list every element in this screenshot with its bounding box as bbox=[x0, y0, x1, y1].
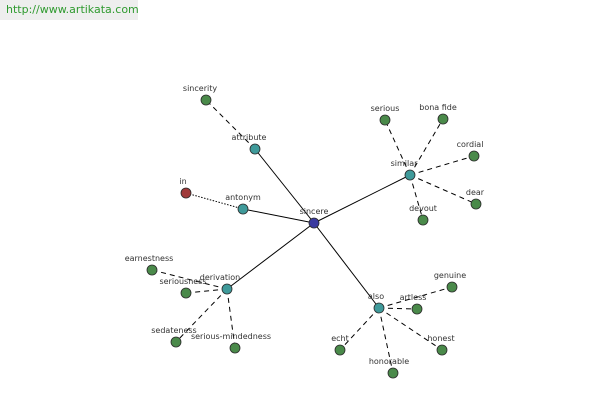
node-label-sedateness[interactable]: sedateness bbox=[151, 326, 196, 335]
node-label-serious-mindedness[interactable]: serious-mindedness bbox=[191, 332, 271, 341]
node-label-earnestness[interactable]: earnestness bbox=[125, 254, 174, 263]
node-serious-mindedness[interactable] bbox=[229, 342, 241, 354]
node-label-sincere[interactable]: sincere bbox=[300, 207, 329, 216]
edge-attribute-sincerity bbox=[205, 99, 256, 150]
node-honest[interactable] bbox=[436, 344, 448, 356]
node-similar[interactable] bbox=[404, 169, 416, 181]
labels-layer: sincere attribute antonym similar derivation… bbox=[125, 84, 485, 366]
node-also[interactable] bbox=[373, 302, 385, 314]
node-artless[interactable] bbox=[411, 303, 423, 315]
node-label-serious[interactable]: serious bbox=[371, 104, 400, 113]
node-in[interactable] bbox=[180, 187, 192, 199]
node-echt[interactable] bbox=[334, 344, 346, 356]
node-label-dear[interactable]: dear bbox=[466, 188, 485, 197]
node-label-similar[interactable]: similar bbox=[391, 159, 419, 168]
edge-similar-devout bbox=[409, 174, 424, 221]
edge-also-honest bbox=[378, 307, 443, 351]
node-dear[interactable] bbox=[470, 198, 482, 210]
node-derivation[interactable] bbox=[221, 283, 233, 295]
node-label-antonym[interactable]: antonym bbox=[225, 193, 261, 202]
node-devout[interactable] bbox=[417, 214, 429, 226]
node-antonym[interactable] bbox=[237, 203, 249, 215]
node-cordial[interactable] bbox=[468, 150, 480, 162]
node-sincerity[interactable] bbox=[200, 94, 212, 106]
node-sedateness[interactable] bbox=[170, 336, 182, 348]
node-label-also[interactable]: also bbox=[368, 292, 384, 301]
node-honorable[interactable] bbox=[387, 367, 399, 379]
edge-similar-bona_fide bbox=[409, 118, 444, 176]
node-seriousness[interactable] bbox=[180, 287, 192, 299]
site-url-watermark[interactable]: http://www.artikata.com bbox=[0, 0, 139, 20]
edge-derivation-seriousness bbox=[185, 288, 228, 294]
edge-also-honorable bbox=[378, 307, 394, 374]
node-label-echt[interactable]: echt bbox=[331, 334, 349, 343]
edge-sincere-also bbox=[313, 222, 380, 309]
node-earnestness[interactable] bbox=[146, 264, 158, 276]
edge-sincere-antonym bbox=[242, 208, 315, 224]
node-label-sincerity[interactable]: sincerity bbox=[183, 84, 217, 93]
node-label-bona-fide[interactable]: bona fide bbox=[419, 103, 457, 112]
edge-also-artless bbox=[378, 307, 418, 310]
edge-antonym-in bbox=[185, 192, 244, 210]
edge-also-genuine bbox=[378, 286, 453, 309]
node-serious[interactable] bbox=[379, 114, 391, 126]
node-label-devout[interactable]: devout bbox=[409, 204, 437, 213]
edge-sincere-similar bbox=[313, 174, 411, 224]
node-label-genuine[interactable]: genuine bbox=[434, 271, 466, 280]
node-sincere[interactable] bbox=[308, 217, 320, 229]
edge-similar-cordial bbox=[409, 155, 475, 176]
node-label-artless[interactable]: artless bbox=[400, 293, 427, 302]
node-label-honest[interactable]: honest bbox=[427, 334, 454, 343]
node-label-in[interactable]: in bbox=[179, 177, 186, 186]
node-label-derivation[interactable]: derivation bbox=[200, 273, 240, 282]
edge-similar-serious bbox=[384, 119, 411, 176]
edge-sincere-attribute bbox=[254, 148, 315, 224]
edge-derivation-sedateness bbox=[175, 288, 228, 343]
edge-derivation-serious_mindedness bbox=[226, 288, 236, 349]
node-genuine[interactable] bbox=[446, 281, 458, 293]
edge-derivation-earnestness bbox=[151, 269, 228, 290]
node-label-cordial[interactable]: cordial bbox=[457, 140, 484, 149]
edge-sincere-derivation bbox=[226, 222, 315, 290]
edge-also-echt bbox=[339, 307, 380, 351]
edges-layer bbox=[151, 99, 477, 374]
edge-similar-dear bbox=[409, 174, 477, 205]
nodes-layer bbox=[146, 94, 482, 379]
node-label-honorable[interactable]: honorable bbox=[369, 357, 409, 366]
node-label-attribute[interactable]: attribute bbox=[232, 133, 267, 142]
node-label-seriousness[interactable]: seriousness bbox=[159, 277, 206, 286]
node-bona-fide[interactable] bbox=[437, 113, 449, 125]
node-attribute[interactable] bbox=[249, 143, 261, 155]
